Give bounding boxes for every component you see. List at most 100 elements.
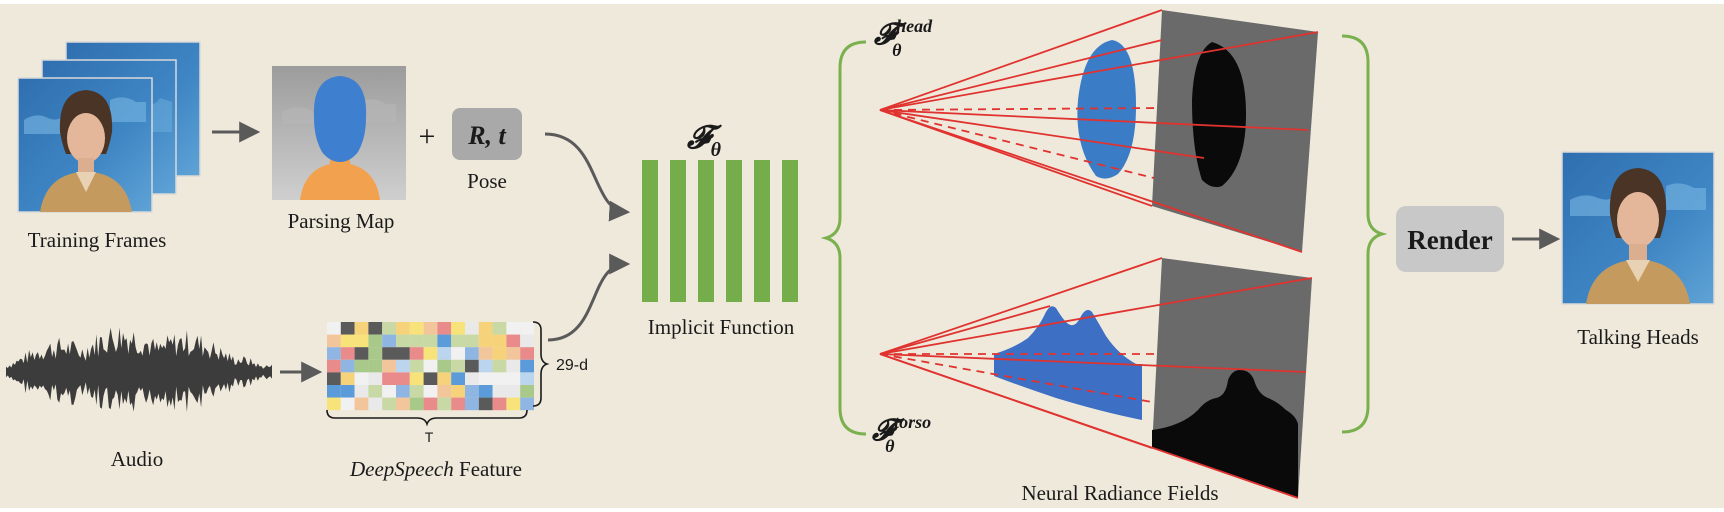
- feature-cell: [423, 322, 438, 335]
- feature-time-brace: [326, 409, 528, 427]
- pose-box: [452, 108, 522, 160]
- feature-cell: [451, 385, 465, 398]
- torso-symbol-sub: θ: [885, 436, 895, 456]
- feature-cell: [327, 397, 341, 411]
- feature-cell: [354, 372, 369, 385]
- feature-cell: [478, 397, 493, 411]
- plus-sign: +: [419, 120, 436, 153]
- feature-cell: [368, 397, 383, 411]
- feature-cell: [465, 347, 479, 360]
- torso-symbol-sup: torso: [894, 412, 931, 432]
- feature-cell: [327, 372, 341, 385]
- feature-cell: [423, 347, 438, 360]
- feature-cell: [382, 347, 396, 360]
- feature-cell: [520, 322, 534, 335]
- feature-cell: [340, 347, 355, 360]
- feature-cell: [520, 359, 534, 373]
- feature-cell: [396, 322, 410, 335]
- feature-cell: [340, 322, 355, 335]
- feature-cell: [354, 322, 369, 335]
- feature-cell: [409, 372, 424, 385]
- parsing-map-label: Parsing Map: [288, 209, 395, 233]
- feature-cell: [492, 347, 507, 360]
- feature-cell: [520, 334, 534, 348]
- feature-cell: [368, 322, 383, 335]
- feature-cell: [409, 397, 424, 411]
- feature-cell: [437, 385, 452, 398]
- feature-cell: [451, 397, 465, 411]
- feature-cell: [396, 359, 410, 373]
- parsing-map-image: [272, 66, 406, 200]
- feature-cell: [396, 347, 410, 360]
- feature-cell: [451, 347, 465, 360]
- render-label: Render: [1407, 225, 1492, 255]
- feature-cell: [368, 385, 383, 398]
- feature-cell: [423, 372, 438, 385]
- feature-cell: [520, 397, 534, 411]
- feature-cell: [354, 385, 369, 398]
- feature-cell: [465, 385, 479, 398]
- nerf-right-brace: [1341, 34, 1388, 434]
- feature-cell: [396, 372, 410, 385]
- feature-cell: [409, 359, 424, 373]
- implicit-bar-5: [754, 160, 770, 302]
- feature-cell: [327, 347, 341, 360]
- feature-cell: [368, 334, 383, 348]
- feature-cell: [340, 334, 355, 348]
- feature-cell: [396, 385, 410, 398]
- feature-cell: [327, 385, 341, 398]
- feature-cell: [382, 322, 396, 335]
- pose-label: Pose: [467, 169, 507, 193]
- torso-camera-rays: [879, 257, 1313, 499]
- feature-cell: [492, 385, 507, 398]
- feature-cell: [437, 359, 452, 373]
- feature-dim-label: 29-d: [556, 357, 588, 374]
- feature-cell: [478, 385, 493, 398]
- feature-cell: [520, 372, 534, 385]
- feature-cell: [451, 359, 465, 373]
- feature-cell: [451, 372, 465, 385]
- feature-cell: [465, 359, 479, 373]
- implicit-bar-2: [670, 160, 686, 302]
- feature-cell: [409, 334, 424, 348]
- feature-cell: [327, 334, 341, 348]
- head-camera-rays: [879, 9, 1319, 253]
- neural-radiance-fields-label: Neural Radiance Fields: [1021, 481, 1218, 505]
- feature-cell: [465, 322, 479, 335]
- feature-cell: [368, 359, 383, 373]
- head-depth-silhouette: [1192, 42, 1246, 188]
- feature-cell: [465, 334, 479, 348]
- feature-cell: [340, 359, 355, 373]
- feature-time-label: T: [425, 429, 434, 445]
- feature-cell: [506, 322, 521, 335]
- arrow-feature-to-implicit: [547, 253, 631, 342]
- feature-cell: [382, 372, 396, 385]
- feature-cell: [423, 385, 438, 398]
- deepspeech-rest: Feature: [454, 457, 522, 481]
- feature-cell: [506, 347, 521, 360]
- feature-cell: [478, 322, 493, 335]
- head-parsing-volume: [1077, 40, 1136, 179]
- audio-waveform: [6, 327, 272, 412]
- feature-cell: [465, 397, 479, 411]
- feature-cell: [492, 359, 507, 373]
- feature-cell: [382, 385, 396, 398]
- torso-depth-silhouette: [1152, 370, 1298, 498]
- feature-cell: [354, 359, 369, 373]
- feature-cell: [506, 334, 521, 348]
- feature-cell: [492, 397, 507, 411]
- feature-cell: [437, 347, 452, 360]
- feature-dim-brace: [532, 321, 550, 407]
- feature-cell: [340, 372, 355, 385]
- feature-cell: [437, 397, 452, 411]
- feature-cell: [340, 397, 355, 411]
- feature-cell: [451, 334, 465, 348]
- feature-cell: [354, 397, 369, 411]
- audio-label: Audio: [111, 447, 164, 471]
- feature-cell: [506, 372, 521, 385]
- implicit-bar-3: [698, 160, 714, 302]
- feature-cell: [396, 334, 410, 348]
- feature-cell: [478, 347, 493, 360]
- feature-cell: [423, 397, 438, 411]
